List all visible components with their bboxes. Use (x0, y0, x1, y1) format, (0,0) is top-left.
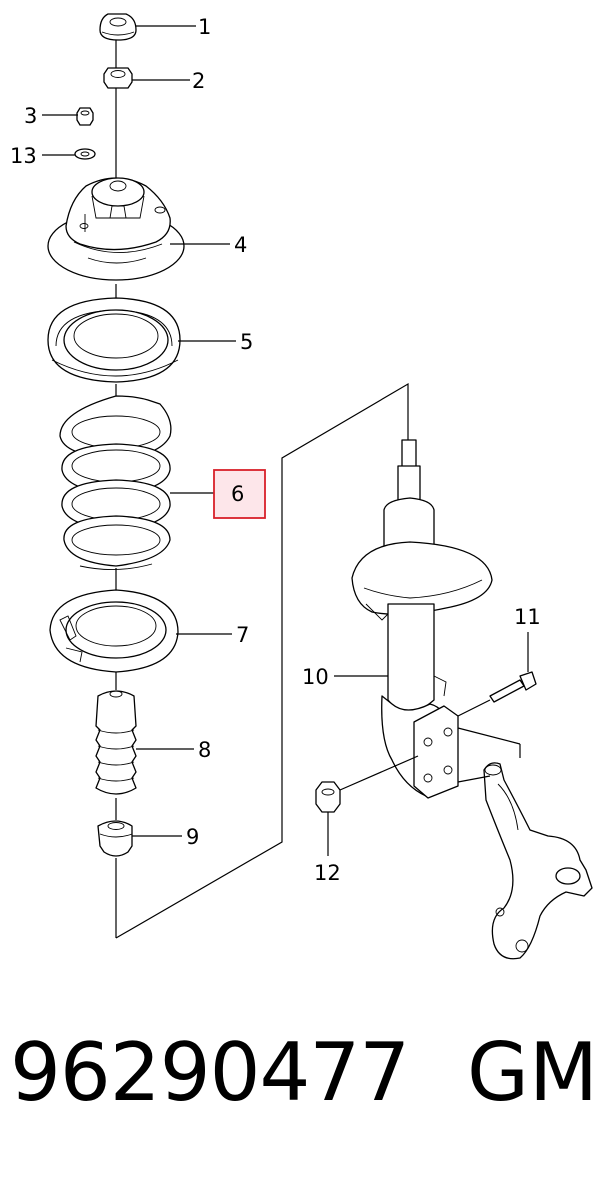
part-3-small-nut (76, 107, 94, 126)
part-5-spring-seat-upper (47, 297, 181, 383)
part-10-strut-assembly (351, 439, 493, 799)
callout-9: 9 (186, 825, 199, 849)
part-4-strut-mount (47, 177, 185, 281)
callout-6: 6 (231, 482, 244, 506)
part-2-nut (103, 67, 133, 89)
callout-6-highlight (213, 469, 266, 519)
callout-4: 4 (234, 233, 247, 257)
callout-2: 2 (192, 69, 205, 93)
part-11-bolt (457, 632, 537, 717)
callout-1: 1 (198, 15, 211, 39)
assembly-bracket-line (115, 382, 409, 939)
steering-knuckle (457, 727, 593, 960)
part-13-washer (74, 148, 96, 160)
part-12-nut (315, 755, 419, 856)
part-8-dust-boot (95, 690, 137, 795)
part-6-coil-spring (59, 395, 172, 571)
callout-5: 5 (240, 330, 253, 354)
part-7-spring-seat-lower (49, 589, 179, 673)
callout-13: 13 (10, 144, 37, 168)
callout-11: 11 (514, 605, 541, 629)
part-1-top-cap (99, 13, 137, 41)
callout-7: 7 (236, 623, 249, 647)
callout-3: 3 (24, 104, 37, 128)
part-footer: 96290477 GM (0, 1018, 612, 1128)
part-9-bump-stop (97, 820, 133, 857)
exploded-strut-diagram: 1 2 3 13 4 5 6 7 8 9 10 11 12 (10, 13, 593, 960)
callout-10: 10 (302, 665, 329, 689)
part-number: 96290477 (10, 1026, 410, 1119)
callout-8: 8 (198, 738, 211, 762)
brand-name: GM (466, 1026, 598, 1119)
callout-12: 12 (314, 861, 341, 885)
